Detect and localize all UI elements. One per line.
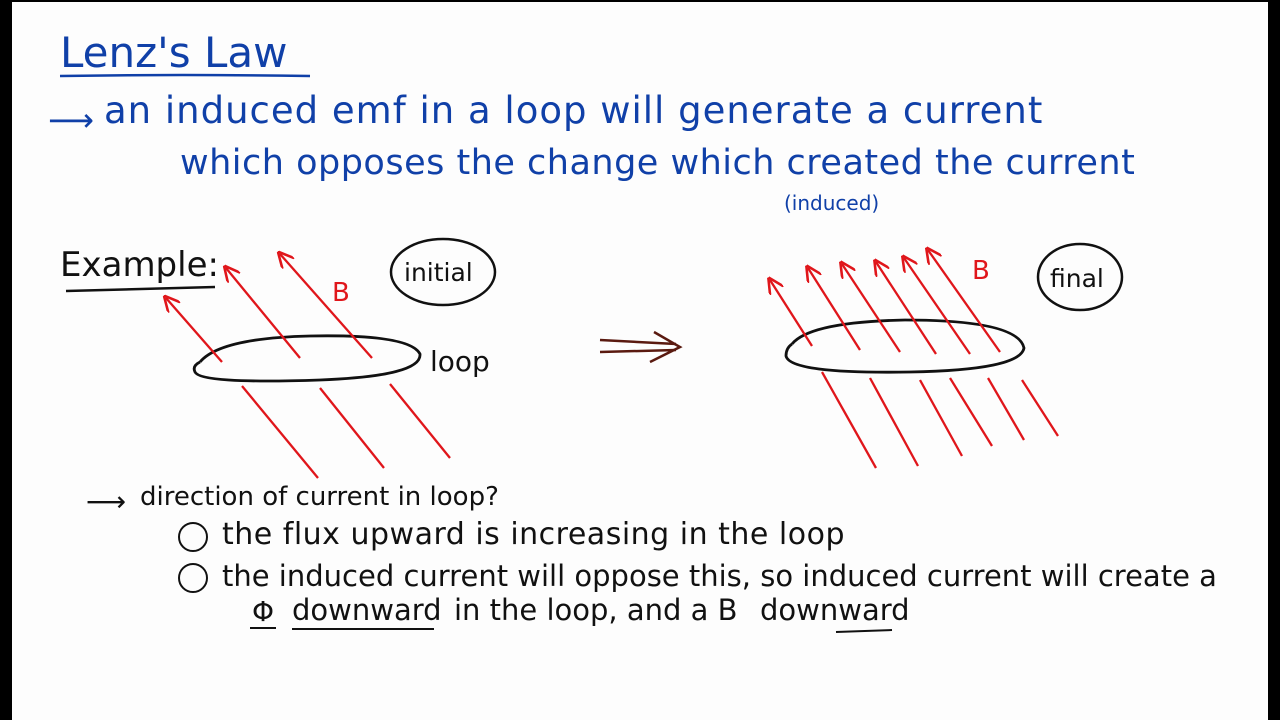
step2-line-1: the induced current will oppose this, so… <box>222 559 1217 593</box>
question-arrow: ⟶ <box>86 485 127 518</box>
initial-field-lines <box>166 254 451 479</box>
downward2-underline <box>835 629 893 633</box>
step1-circle <box>178 522 208 552</box>
page-title: Lenz's Law <box>60 28 288 77</box>
definition-line-1: an induced emf in a loop will generate a… <box>104 89 1044 132</box>
initial-tag-circle <box>389 237 497 307</box>
b-label-initial: B <box>332 278 350 308</box>
initial-loop <box>192 334 422 383</box>
step1-text: the flux upward is increasing in the loo… <box>222 517 845 552</box>
loop-label: loop <box>430 345 490 378</box>
question-text: direction of current in loop? <box>140 482 499 512</box>
step2-phi: Φ <box>252 595 275 628</box>
initial-tag-text: initial <box>404 258 473 287</box>
final-loop <box>784 318 1026 374</box>
title-underline <box>59 73 311 78</box>
final-tag-circle <box>1036 242 1124 312</box>
example-label: Example: <box>60 245 219 285</box>
step2-circle <box>178 563 208 593</box>
transition-arrow <box>599 330 683 364</box>
step2-rest: in the loop, and a B <box>454 593 738 627</box>
definition-arrow: ⟶ <box>48 101 94 139</box>
definition-note: (induced) <box>784 191 880 215</box>
definition-line-2: which opposes the change which created t… <box>180 143 1136 183</box>
step2-downward-2: downward <box>760 593 910 627</box>
final-field-lines <box>770 250 1059 469</box>
final-tag-text: final <box>1050 264 1104 293</box>
b-label-final: B <box>972 256 990 286</box>
example-underline <box>65 285 216 293</box>
step2-downward: downward <box>292 593 442 627</box>
